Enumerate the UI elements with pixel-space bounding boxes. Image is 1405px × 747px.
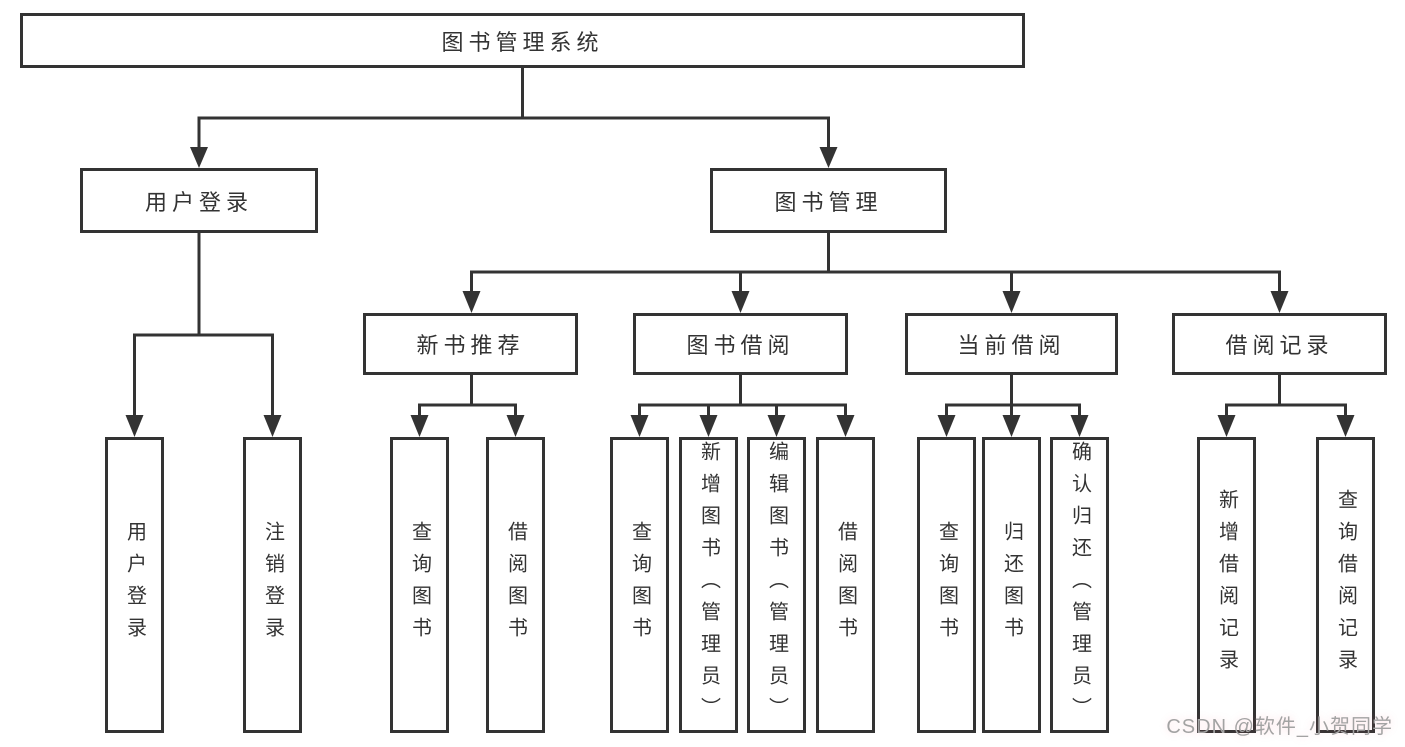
node-leaf-bb-edit-books-admin: 编辑图书（管理员） — [747, 437, 806, 733]
node-leaf-br-query-record: 查询借阅记录 — [1316, 437, 1375, 733]
node-book-borrowing-label: 图书借阅 — [686, 333, 795, 358]
connector-lines — [133, 68, 1347, 416]
node-borrowing-records: 借阅记录 — [1172, 313, 1387, 375]
node-user-login: 用户登录 — [80, 168, 318, 233]
node-leaf-bb-query-books: 查询图书 — [610, 437, 669, 733]
node-leaf-bb-borrow-books-label: 借阅图书 — [834, 521, 857, 649]
node-leaf-cb-confirm-return-admin: 确认归还（管理员） — [1050, 437, 1109, 733]
node-book-borrowing: 图书借阅 — [633, 313, 848, 375]
node-current-borrowing: 当前借阅 — [905, 313, 1118, 375]
node-user-login-label: 用户登录 — [144, 189, 253, 215]
node-leaf-br-add-record: 新增借阅记录 — [1197, 437, 1256, 733]
node-leaf-cb-confirm-return-admin-label: 确认归还（管理员） — [1068, 441, 1091, 729]
node-leaf-logout: 注销登录 — [243, 437, 302, 733]
node-leaf-nb-query-books-label: 查询图书 — [408, 521, 431, 649]
node-leaf-cb-query-books-label: 查询图书 — [935, 521, 958, 649]
node-book-management: 图书管理 — [710, 168, 947, 233]
node-root-label: 图书管理系统 — [441, 29, 604, 55]
node-leaf-user-login-label: 用户登录 — [123, 521, 146, 649]
node-current-borrowing-label: 当前借阅 — [957, 333, 1066, 358]
node-borrowing-records-label: 借阅记录 — [1225, 333, 1334, 358]
node-leaf-user-login: 用户登录 — [105, 437, 164, 733]
node-leaf-br-add-record-label: 新增借阅记录 — [1215, 489, 1238, 681]
arrowhead-icons — [125, 147, 1355, 437]
node-leaf-nb-borrow-books: 借阅图书 — [486, 437, 545, 733]
node-leaf-bb-add-books-admin: 新增图书（管理员） — [679, 437, 738, 733]
node-leaf-bb-add-books-admin-label: 新增图书（管理员） — [697, 441, 720, 729]
node-leaf-cb-return-books: 归还图书 — [982, 437, 1041, 733]
node-leaf-br-query-record-label: 查询借阅记录 — [1334, 489, 1357, 681]
node-leaf-bb-edit-books-admin-label: 编辑图书（管理员） — [765, 441, 788, 729]
node-new-book-recommend-label: 新书推荐 — [416, 333, 525, 358]
node-root: 图书管理系统 — [20, 13, 1025, 68]
node-leaf-nb-query-books: 查询图书 — [390, 437, 449, 733]
node-leaf-bb-query-books-label: 查询图书 — [628, 521, 651, 649]
watermark-text: CSDN @软件_小贺同学 — [1166, 716, 1393, 738]
node-leaf-cb-query-books: 查询图书 — [917, 437, 976, 733]
node-new-book-recommend: 新书推荐 — [363, 313, 578, 375]
node-leaf-bb-borrow-books: 借阅图书 — [816, 437, 875, 733]
node-leaf-cb-return-books-label: 归还图书 — [1000, 521, 1023, 649]
node-book-management-label: 图书管理 — [774, 189, 883, 215]
node-leaf-logout-label: 注销登录 — [261, 521, 284, 649]
node-leaf-nb-borrow-books-label: 借阅图书 — [504, 521, 527, 649]
